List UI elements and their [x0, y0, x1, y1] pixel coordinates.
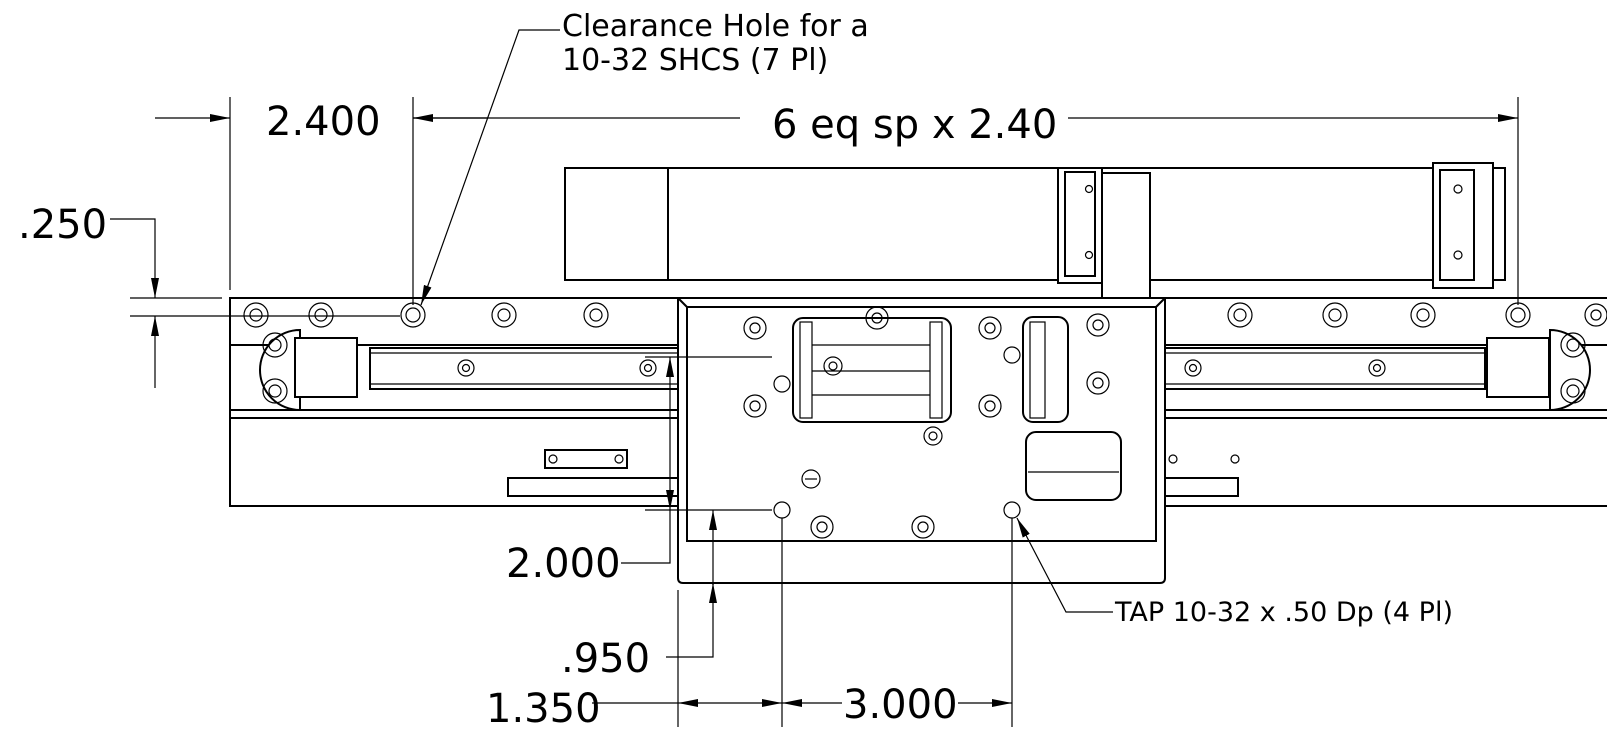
dim-2400-label: 2.400 — [266, 99, 381, 145]
clearance-note-line1: Clearance Hole for a — [562, 9, 869, 44]
dim-6eqsp-label: 6 eq sp x 2.40 — [772, 102, 1057, 148]
dim-1350-label: 1.350 — [486, 686, 601, 732]
motor-housing — [564, 162, 1506, 299]
carriage-plate — [677, 297, 1166, 584]
dim-2000-label: 2.000 — [506, 541, 621, 587]
dim-250-label: .250 — [18, 202, 107, 248]
dim-3000-label: 3.000 — [843, 682, 958, 728]
dim-2000 — [621, 356, 772, 564]
dim-1350-3000 — [592, 518, 1013, 727]
dim-6eqsp — [413, 97, 1519, 305]
clearance-note-line2: 10-32 SHCS (7 Pl) — [562, 43, 828, 78]
tap-callout-leader — [1016, 517, 1113, 613]
dim-950 — [666, 510, 717, 658]
dim-950-label: .950 — [561, 636, 650, 682]
clearance-hole-leader — [420, 29, 560, 306]
dim-250 — [110, 218, 400, 388]
tap-callout-label: TAP 10-32 x .50 Dp (4 Pl) — [1114, 597, 1453, 628]
